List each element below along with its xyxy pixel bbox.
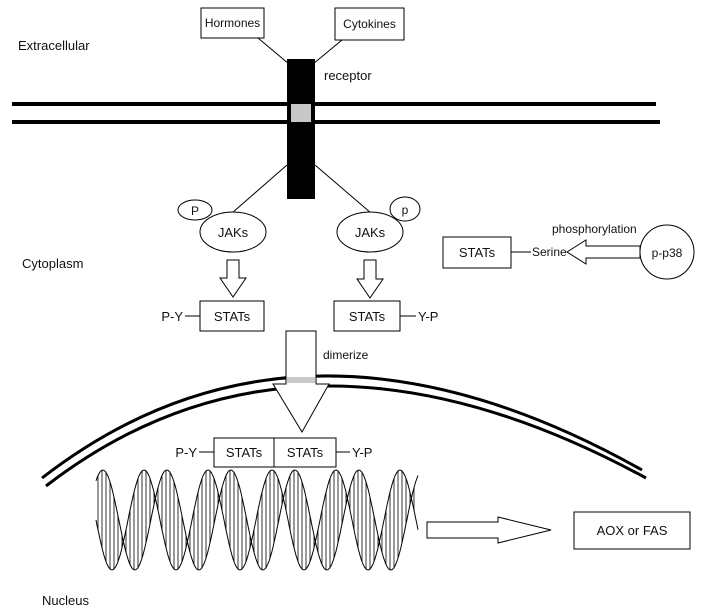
stat-left-mod: P-Y	[161, 309, 183, 324]
side-stat-box	[442, 236, 512, 269]
jak-right: p JAKs	[336, 196, 421, 253]
cytokines-connector	[312, 39, 343, 65]
jak-right-ellipse	[336, 211, 404, 253]
dimer-right-box	[273, 437, 337, 468]
dimerize-text: dimerize	[323, 348, 369, 362]
dna-strand-2	[95, 469, 419, 571]
receptor-jak-right-connector	[314, 164, 372, 214]
phosphorylation-arrow	[566, 239, 641, 265]
output-arrow	[426, 516, 552, 544]
hormones-box: Hormones	[200, 7, 265, 39]
cytokines-text: Cytokines	[343, 17, 396, 31]
stat-left: STATs P-Y	[161, 300, 265, 332]
dimerize-arrow	[272, 330, 330, 433]
dimer-right-text: STATs	[287, 445, 324, 460]
jak-left-ellipse	[199, 211, 267, 253]
phosphate-left	[177, 199, 213, 221]
dimer-left-text: STATs	[226, 445, 263, 460]
receptor-jak-left-connector	[231, 164, 288, 214]
arrow-jak-left-down	[219, 259, 247, 298]
phosphate-left-text: P	[191, 204, 199, 218]
jak-right-text: JAKs	[355, 225, 386, 240]
extracellular-label: Extracellular	[18, 38, 90, 53]
jak-left: P JAKs	[177, 199, 267, 253]
hormones-text: Hormones	[205, 16, 260, 30]
output-text: AOX or FAS	[597, 523, 668, 538]
jak-left-text: JAKs	[218, 225, 249, 240]
cytoplasm-label: Cytoplasm	[22, 256, 83, 271]
hormones-connector	[257, 37, 290, 65]
stat-right-text: STATs	[349, 309, 386, 324]
side-pathway: STATs Serine phosphorylation p-p38	[442, 222, 695, 280]
nucleus-label: Nucleus	[42, 593, 89, 608]
dna-helix	[95, 469, 419, 571]
nuclear-envelope	[41, 374, 647, 488]
side-stat-text: STATs	[459, 245, 496, 260]
phosphate-right-text: p	[402, 203, 409, 217]
p38-circle	[639, 224, 695, 280]
dimer-left-box	[213, 437, 275, 468]
stat-dimer: STATs STATs P-Y Y-P	[175, 437, 372, 468]
stat-right-mod: Y-P	[418, 309, 438, 324]
dimer-right-mod: Y-P	[352, 445, 372, 460]
dimer-left-mod: P-Y	[175, 445, 197, 460]
arrow-jak-right-down	[356, 259, 384, 299]
receptor-membrane-gap	[291, 104, 311, 122]
cytokines-box: Cytokines	[334, 7, 405, 41]
cell-membrane	[12, 102, 660, 124]
serine-text: Serine	[532, 245, 567, 259]
p38-text: p-p38	[652, 246, 683, 260]
stat-right: STATs Y-P	[333, 300, 438, 332]
phosphorylation-text: phosphorylation	[552, 222, 637, 236]
output-box: AOX or FAS	[573, 511, 691, 550]
stat-left-text: STATs	[214, 309, 251, 324]
receptor	[287, 59, 315, 199]
dna-strand-1	[95, 469, 419, 571]
receptor-label: receptor	[324, 68, 372, 83]
nuclear-pore	[287, 377, 315, 383]
phosphate-right	[389, 196, 421, 222]
